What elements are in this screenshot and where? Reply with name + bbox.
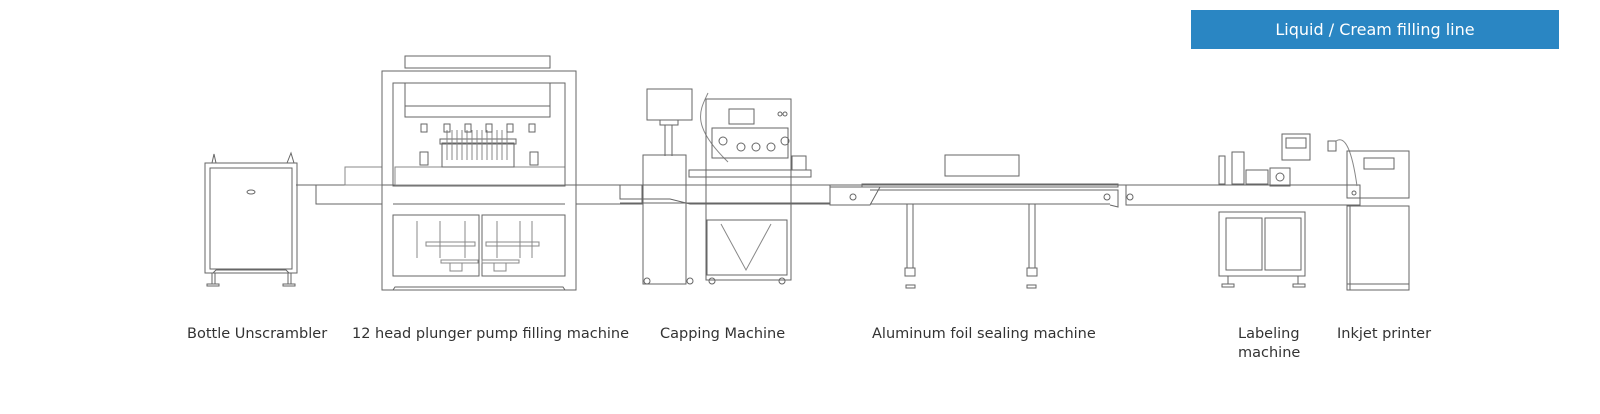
bottle-unscrambler-drawing bbox=[205, 153, 297, 286]
label-filling-machine: 12 head plunger pump filling machine bbox=[352, 326, 630, 342]
inkjet-printer-drawing bbox=[1328, 140, 1409, 290]
title-text: Liquid / Cream filling line bbox=[1275, 20, 1475, 39]
filling-machine-drawing bbox=[382, 56, 576, 290]
label-labeling-line2: machine bbox=[1238, 345, 1301, 361]
main-conveyor bbox=[296, 185, 1360, 204]
capping-machine-drawing bbox=[643, 89, 811, 284]
title-banner: Liquid / Cream filling line bbox=[1191, 10, 1559, 49]
foil-sealing-machine-drawing bbox=[830, 155, 1118, 288]
label-inkjet-printer: Inkjet printer bbox=[1337, 326, 1432, 342]
label-labeling-line1: Labeling bbox=[1238, 326, 1300, 342]
label-labeling-machine: Labeling machine bbox=[1238, 325, 1300, 363]
feed-bottles bbox=[345, 167, 565, 185]
label-bottle-unscrambler: Bottle Unscrambler bbox=[187, 326, 328, 342]
labeling-machine-drawing bbox=[1126, 134, 1360, 287]
label-foil-sealing-machine: Aluminum foil sealing machine bbox=[872, 326, 1096, 342]
label-capping-machine: Capping Machine bbox=[660, 326, 786, 342]
production-line-drawing bbox=[0, 0, 1600, 310]
